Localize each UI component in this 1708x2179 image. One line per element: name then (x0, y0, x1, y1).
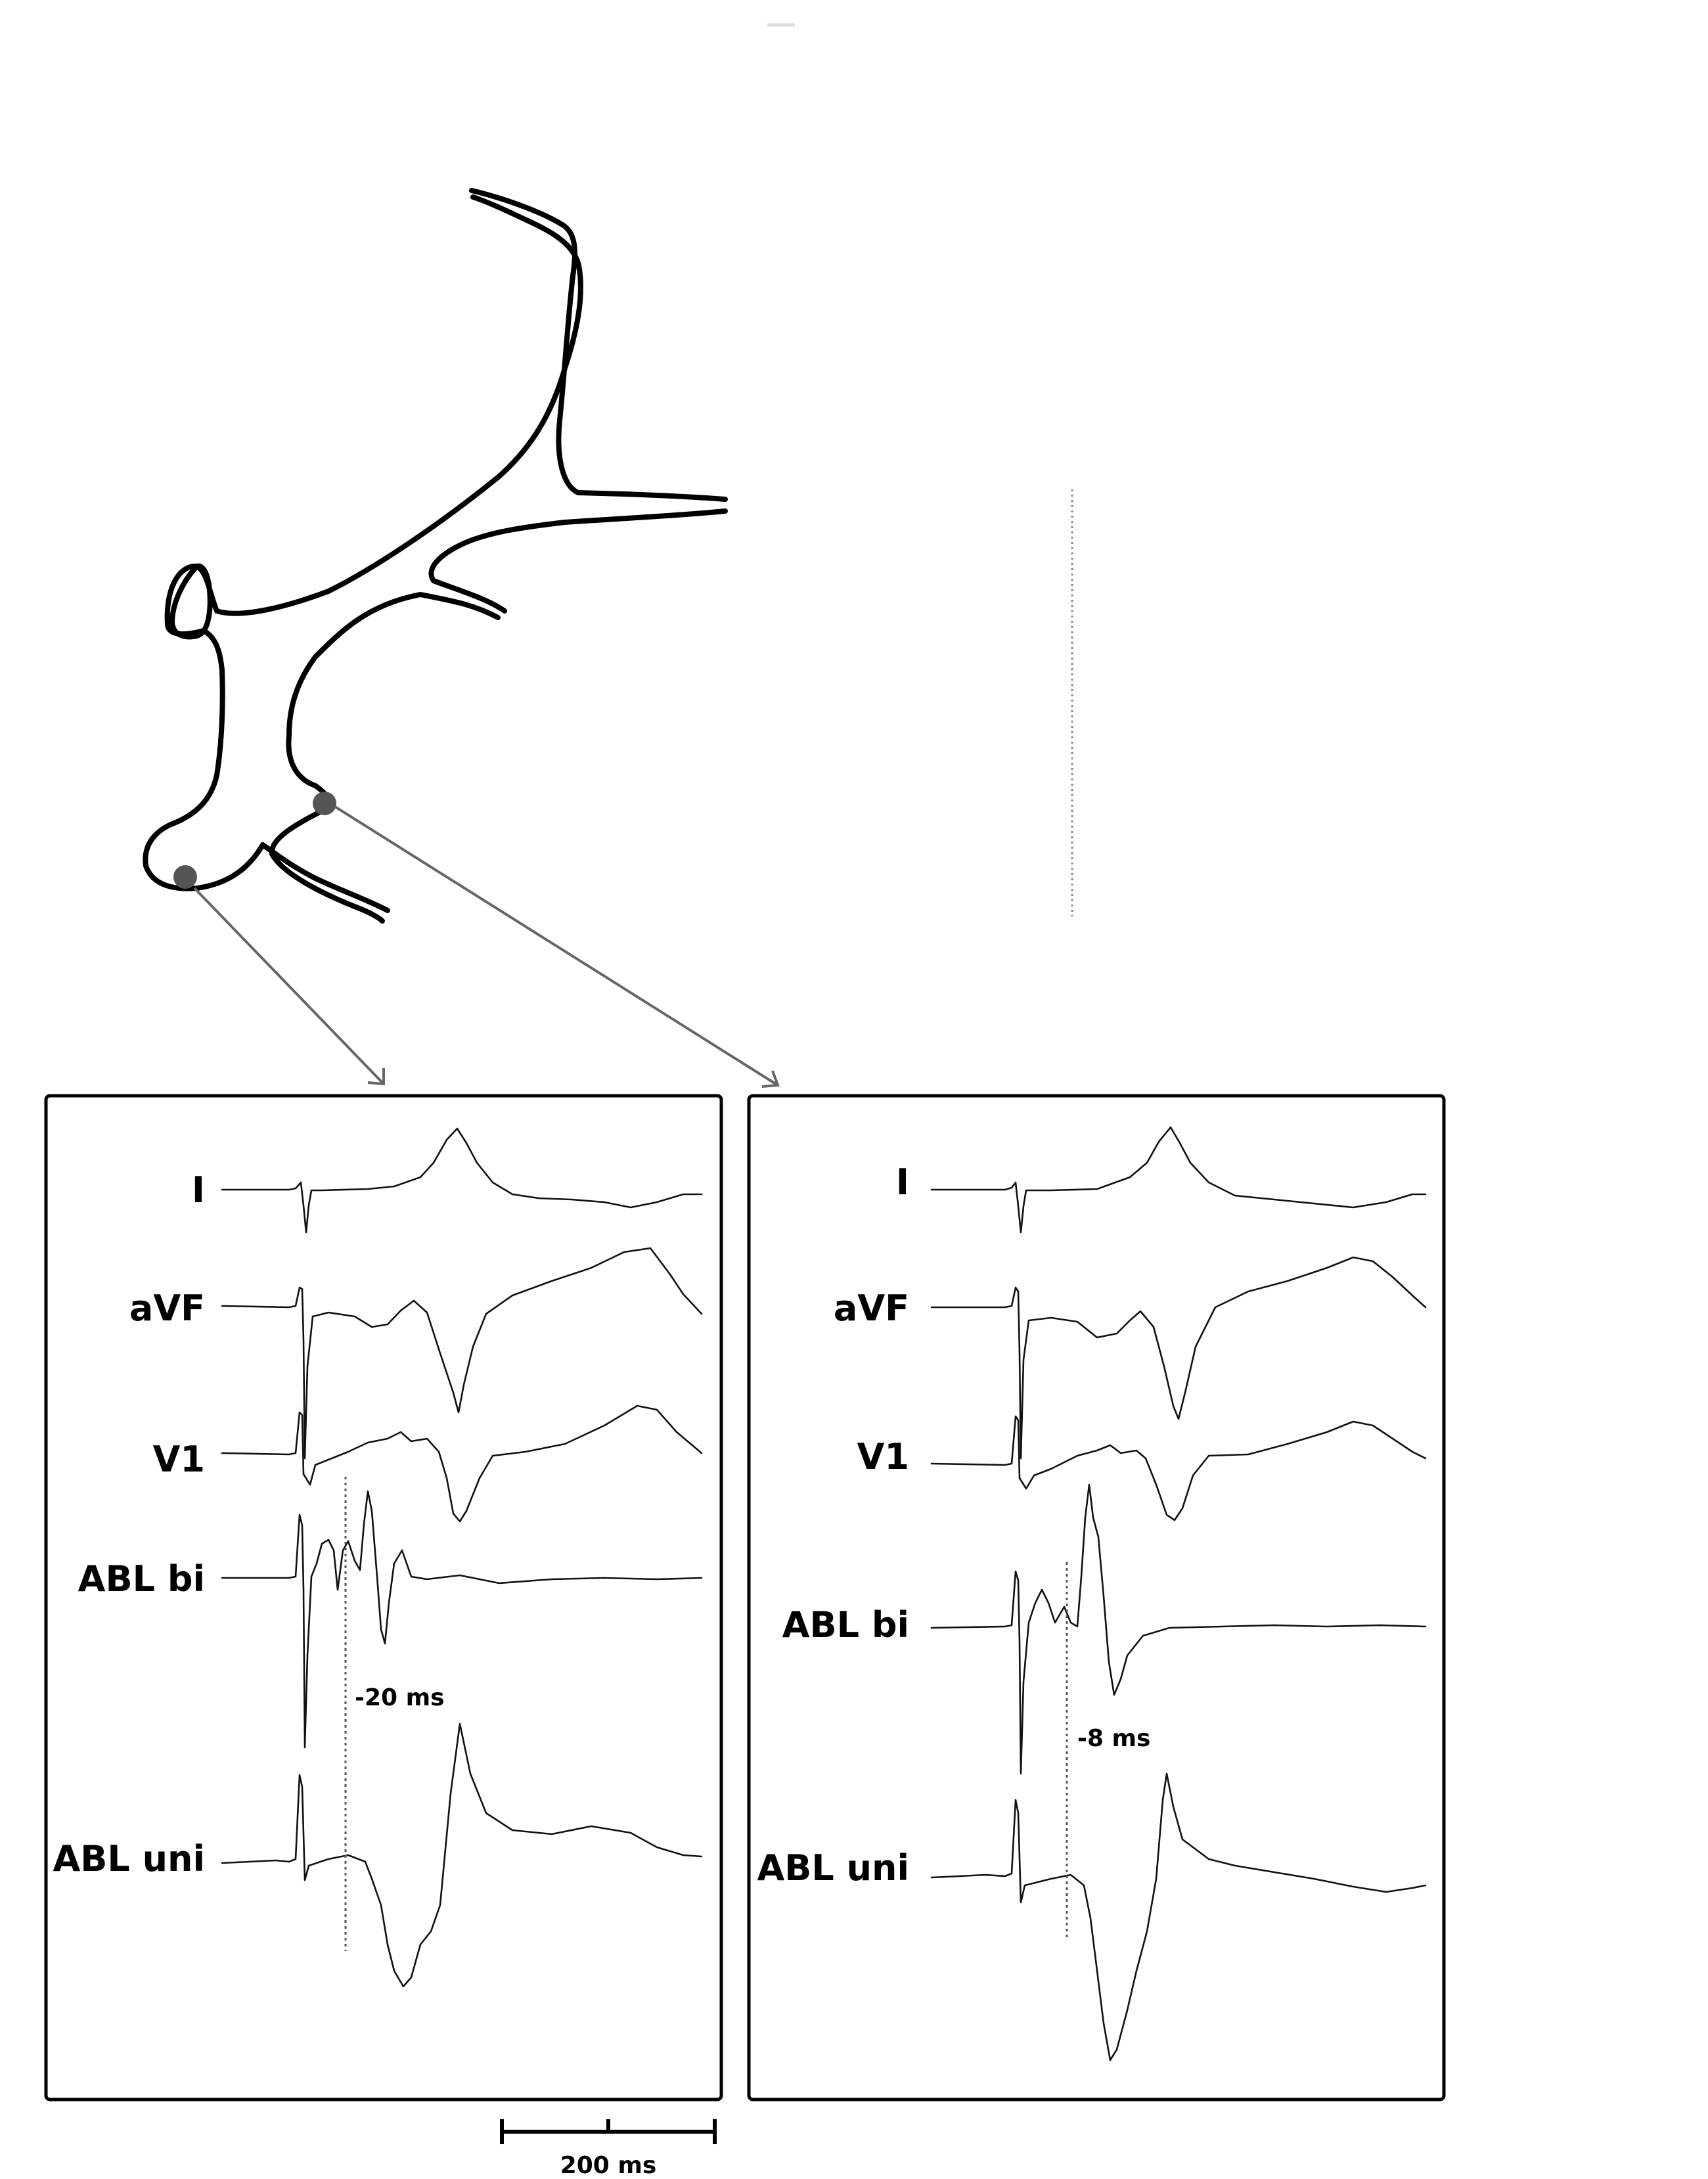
trace-I (221, 1127, 703, 1234)
trace-abl-bi-right (930, 1483, 1427, 1775)
lead-label-V1: V1 (153, 1439, 205, 1480)
trace-I-right (930, 1126, 1427, 1234)
mapping-site-lower (173, 865, 197, 889)
trace-V1 (221, 1404, 703, 1523)
trace-abl-uni-right (930, 1772, 1427, 2061)
timing-label-right: -8 ms (1077, 1725, 1150, 1752)
lead-label-I-right: I (896, 1161, 909, 1203)
arrow-to-left-panel (193, 887, 385, 1085)
scale-bar: 200 ms (500, 2119, 717, 2179)
lead-label-V1-right: V1 (857, 1436, 909, 1477)
lead-label-abl-uni-right: ABL uni (757, 1847, 909, 1889)
trace-aVF-right (930, 1256, 1427, 1460)
egm-panel-right: I aVF V1 ABL bi ABL uni -8 ms (747, 1094, 1446, 2101)
trace-abl-uni (221, 1722, 703, 1988)
lead-label-abl-uni: ABL uni (53, 1838, 205, 1879)
lead-label-aVF-right: aVF (834, 1288, 909, 1329)
arrow-to-right-panel (334, 805, 779, 1087)
lead-label-I: I (192, 1169, 205, 1211)
scale-bar-label: 200 ms (560, 2152, 657, 2179)
mapping-site-upper (313, 792, 336, 815)
arrowhead-left (367, 1068, 385, 1086)
lead-label-abl-bi-right: ABL bi (782, 1604, 909, 1646)
coronary-vein-drawing (143, 188, 728, 924)
panel-frame-right (747, 1094, 1446, 2101)
egm-panel-left: I aVF V1 ABL bi ABL uni -20 ms (44, 1094, 723, 2101)
timing-label-left: -20 ms (355, 1684, 445, 1711)
lead-label-abl-bi: ABL bi (78, 1558, 205, 1600)
pointer-arrows (193, 805, 780, 1088)
vessel-outer-contour (143, 188, 728, 924)
trace-abl-bi (221, 1490, 703, 1749)
vessel-loop (169, 563, 213, 640)
trace-V1-right (930, 1415, 1427, 1521)
panel-frame-left (44, 1094, 723, 2101)
lead-label-aVF: aVF (129, 1288, 205, 1329)
arrowhead-right (761, 1070, 780, 1088)
trace-aVF (221, 1247, 703, 1460)
